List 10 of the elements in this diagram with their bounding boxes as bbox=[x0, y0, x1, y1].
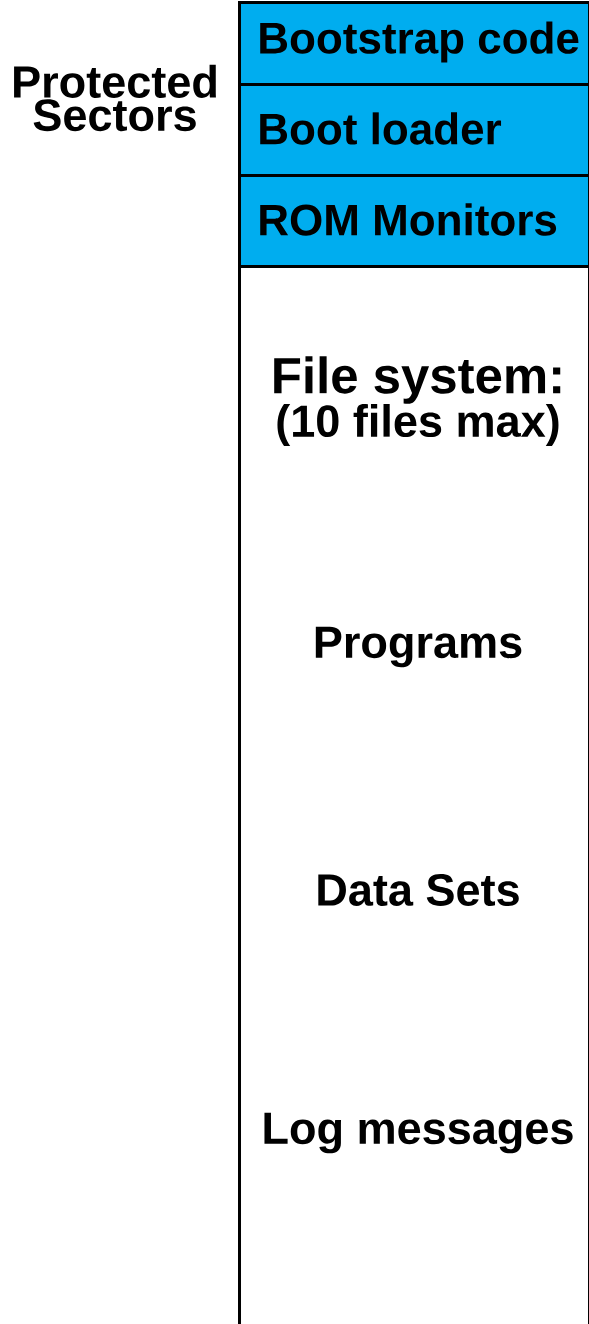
region-label: Log messages bbox=[264, 1112, 573, 1154]
side-label: Protected Sectors bbox=[14, 64, 216, 132]
memory-region-box: ROM Monitors bbox=[238, 174, 589, 268]
region-label: Programs bbox=[315, 626, 522, 668]
memory-region-box: Bootstrap code bbox=[238, 1, 589, 86]
region-label: Data Sets bbox=[318, 874, 519, 906]
memory-region-box: Boot loader bbox=[238, 83, 589, 177]
section-heading: File system: bbox=[274, 356, 561, 404]
section-note: (10 files max) bbox=[277, 404, 559, 446]
memory-region-box bbox=[238, 265, 589, 1324]
